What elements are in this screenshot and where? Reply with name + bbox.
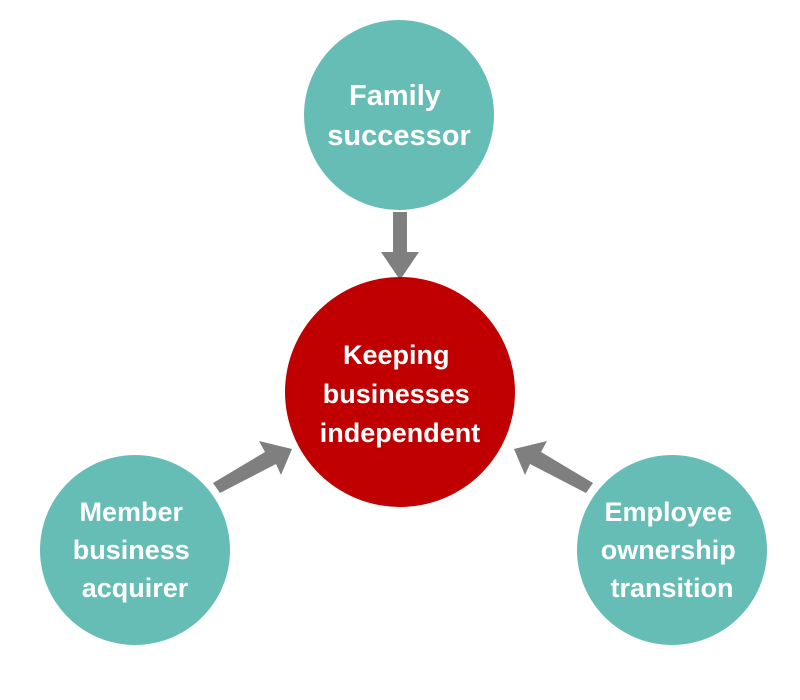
svg-text:Member business ac: Member business acquirer [73, 497, 198, 603]
center-label-line: Keeping [343, 340, 450, 370]
node-member-business-acquirer: Member business acquirer [40, 455, 230, 645]
center-circle [285, 277, 515, 507]
node-label-line: successor [327, 120, 471, 152]
node-label-line: transition [610, 573, 733, 603]
node-label-line: acquirer [82, 573, 189, 603]
node-family-successor: Family successor [304, 20, 494, 210]
svg-text:Family successor: Family successor [327, 80, 471, 152]
node-label-line: Family [349, 80, 441, 112]
center-label-line: independent [320, 418, 481, 448]
node-circle [304, 20, 494, 210]
node-label-line: ownership [601, 535, 736, 565]
node-label-line: Employee [604, 497, 732, 527]
node-keeping-businesses-independent: Keeping businesses independent [285, 277, 515, 507]
node-label-line: Member [79, 497, 183, 527]
svg-text:Employee ownership: Employee ownership transition [601, 497, 744, 603]
arrow-left-to-center [213, 441, 292, 493]
center-label-line: businesses [323, 379, 470, 409]
arrow-right-to-center [514, 441, 593, 493]
node-label-line: business [73, 535, 190, 565]
node-circle [40, 455, 230, 645]
node-circle [577, 455, 767, 645]
arrow-top-to-center [381, 212, 419, 280]
svg-text:Keeping businesses: Keeping businesses independent [320, 340, 481, 448]
node-employee-ownership-transition: Employee ownership transition [577, 455, 767, 645]
